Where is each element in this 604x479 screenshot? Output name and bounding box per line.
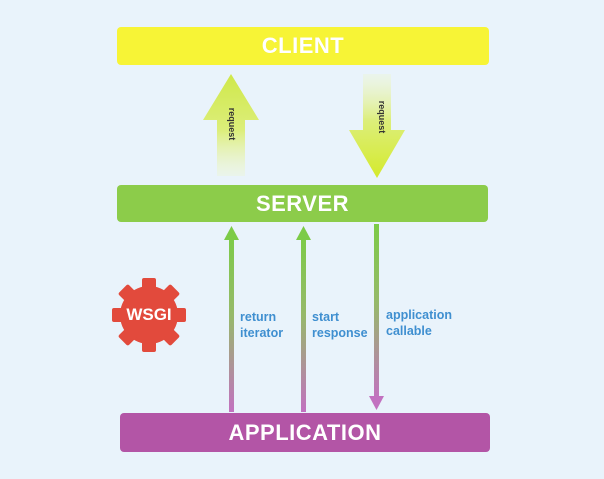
gear-icon bbox=[112, 278, 186, 352]
return-iterator-label: return iterator bbox=[240, 310, 284, 340]
start-response-label: start response bbox=[312, 310, 368, 340]
request-up-arrow bbox=[203, 74, 259, 176]
client-label: CLIENT bbox=[261, 33, 345, 58]
application-box: APPLICATION bbox=[120, 413, 490, 452]
server-label: SERVER bbox=[255, 190, 350, 216]
request-down-arrow bbox=[349, 74, 405, 178]
application-callable-label: application callable bbox=[386, 308, 452, 338]
wsgi-badge-label: WSGI bbox=[126, 305, 172, 324]
request-up-label: request bbox=[227, 107, 237, 141]
server-box: SERVER bbox=[117, 185, 488, 222]
client-box: CLIENT bbox=[117, 27, 489, 65]
start-response-arrow bbox=[296, 226, 311, 412]
request-down-label: request bbox=[377, 100, 387, 134]
application-label: APPLICATION bbox=[228, 419, 382, 445]
application-callable-arrow bbox=[369, 224, 384, 410]
return-iterator-arrow bbox=[224, 226, 239, 412]
